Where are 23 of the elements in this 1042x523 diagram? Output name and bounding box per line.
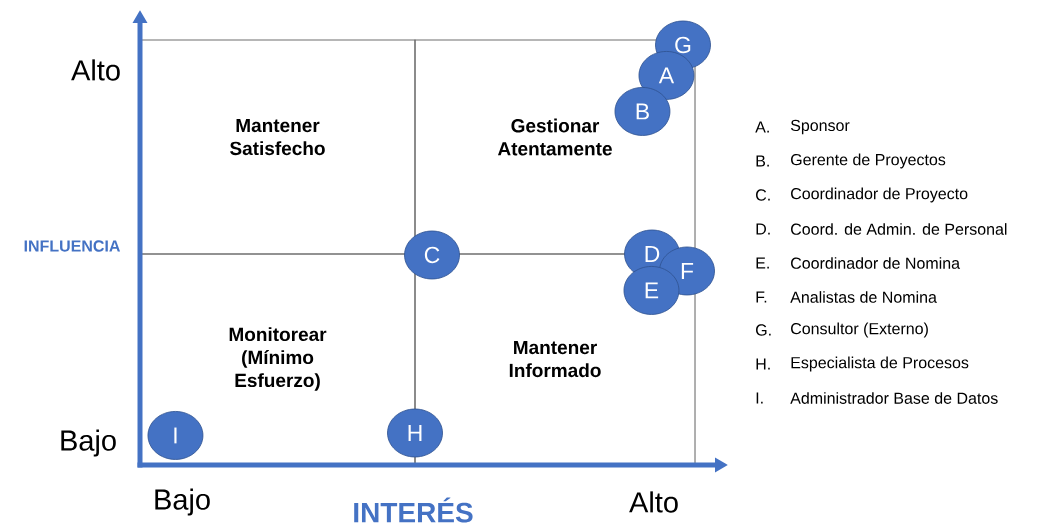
list-marker: H. (756, 358, 770, 370)
list-marker: F. (756, 291, 767, 303)
list-marker: B. (756, 155, 769, 167)
list-item: Sponsor (790, 119, 850, 135)
list-marker: E. (756, 257, 769, 269)
list-item: Coordinador de Proyecto (791, 187, 968, 203)
axis-title: INFLUENCIA (24, 240, 120, 252)
list-item: Gerente de Proyectos (791, 153, 946, 169)
list-item: Coord. de Admin. de Personal (791, 223, 1007, 235)
axis-level-label: Bajo (155, 488, 210, 516)
list-marker: I. (756, 392, 763, 404)
list-item: Analistas de Nomina (790, 291, 937, 303)
list-marker: C. (756, 189, 770, 201)
list-marker: G. (756, 324, 771, 336)
list-marker: D. (756, 223, 770, 235)
axis-level-label: Alto (629, 491, 678, 513)
list-item: Especialista de Procesos (791, 356, 969, 372)
axis-title: INTERÉS (354, 497, 473, 523)
axis-level-label: Bajo (61, 429, 116, 457)
list-item: Administrador Base de Datos (790, 392, 998, 404)
list-item: Consultor (Externo) (791, 322, 928, 338)
list-marker: A. (755, 121, 769, 133)
list-item: Coordinador de Nomina (791, 257, 961, 269)
